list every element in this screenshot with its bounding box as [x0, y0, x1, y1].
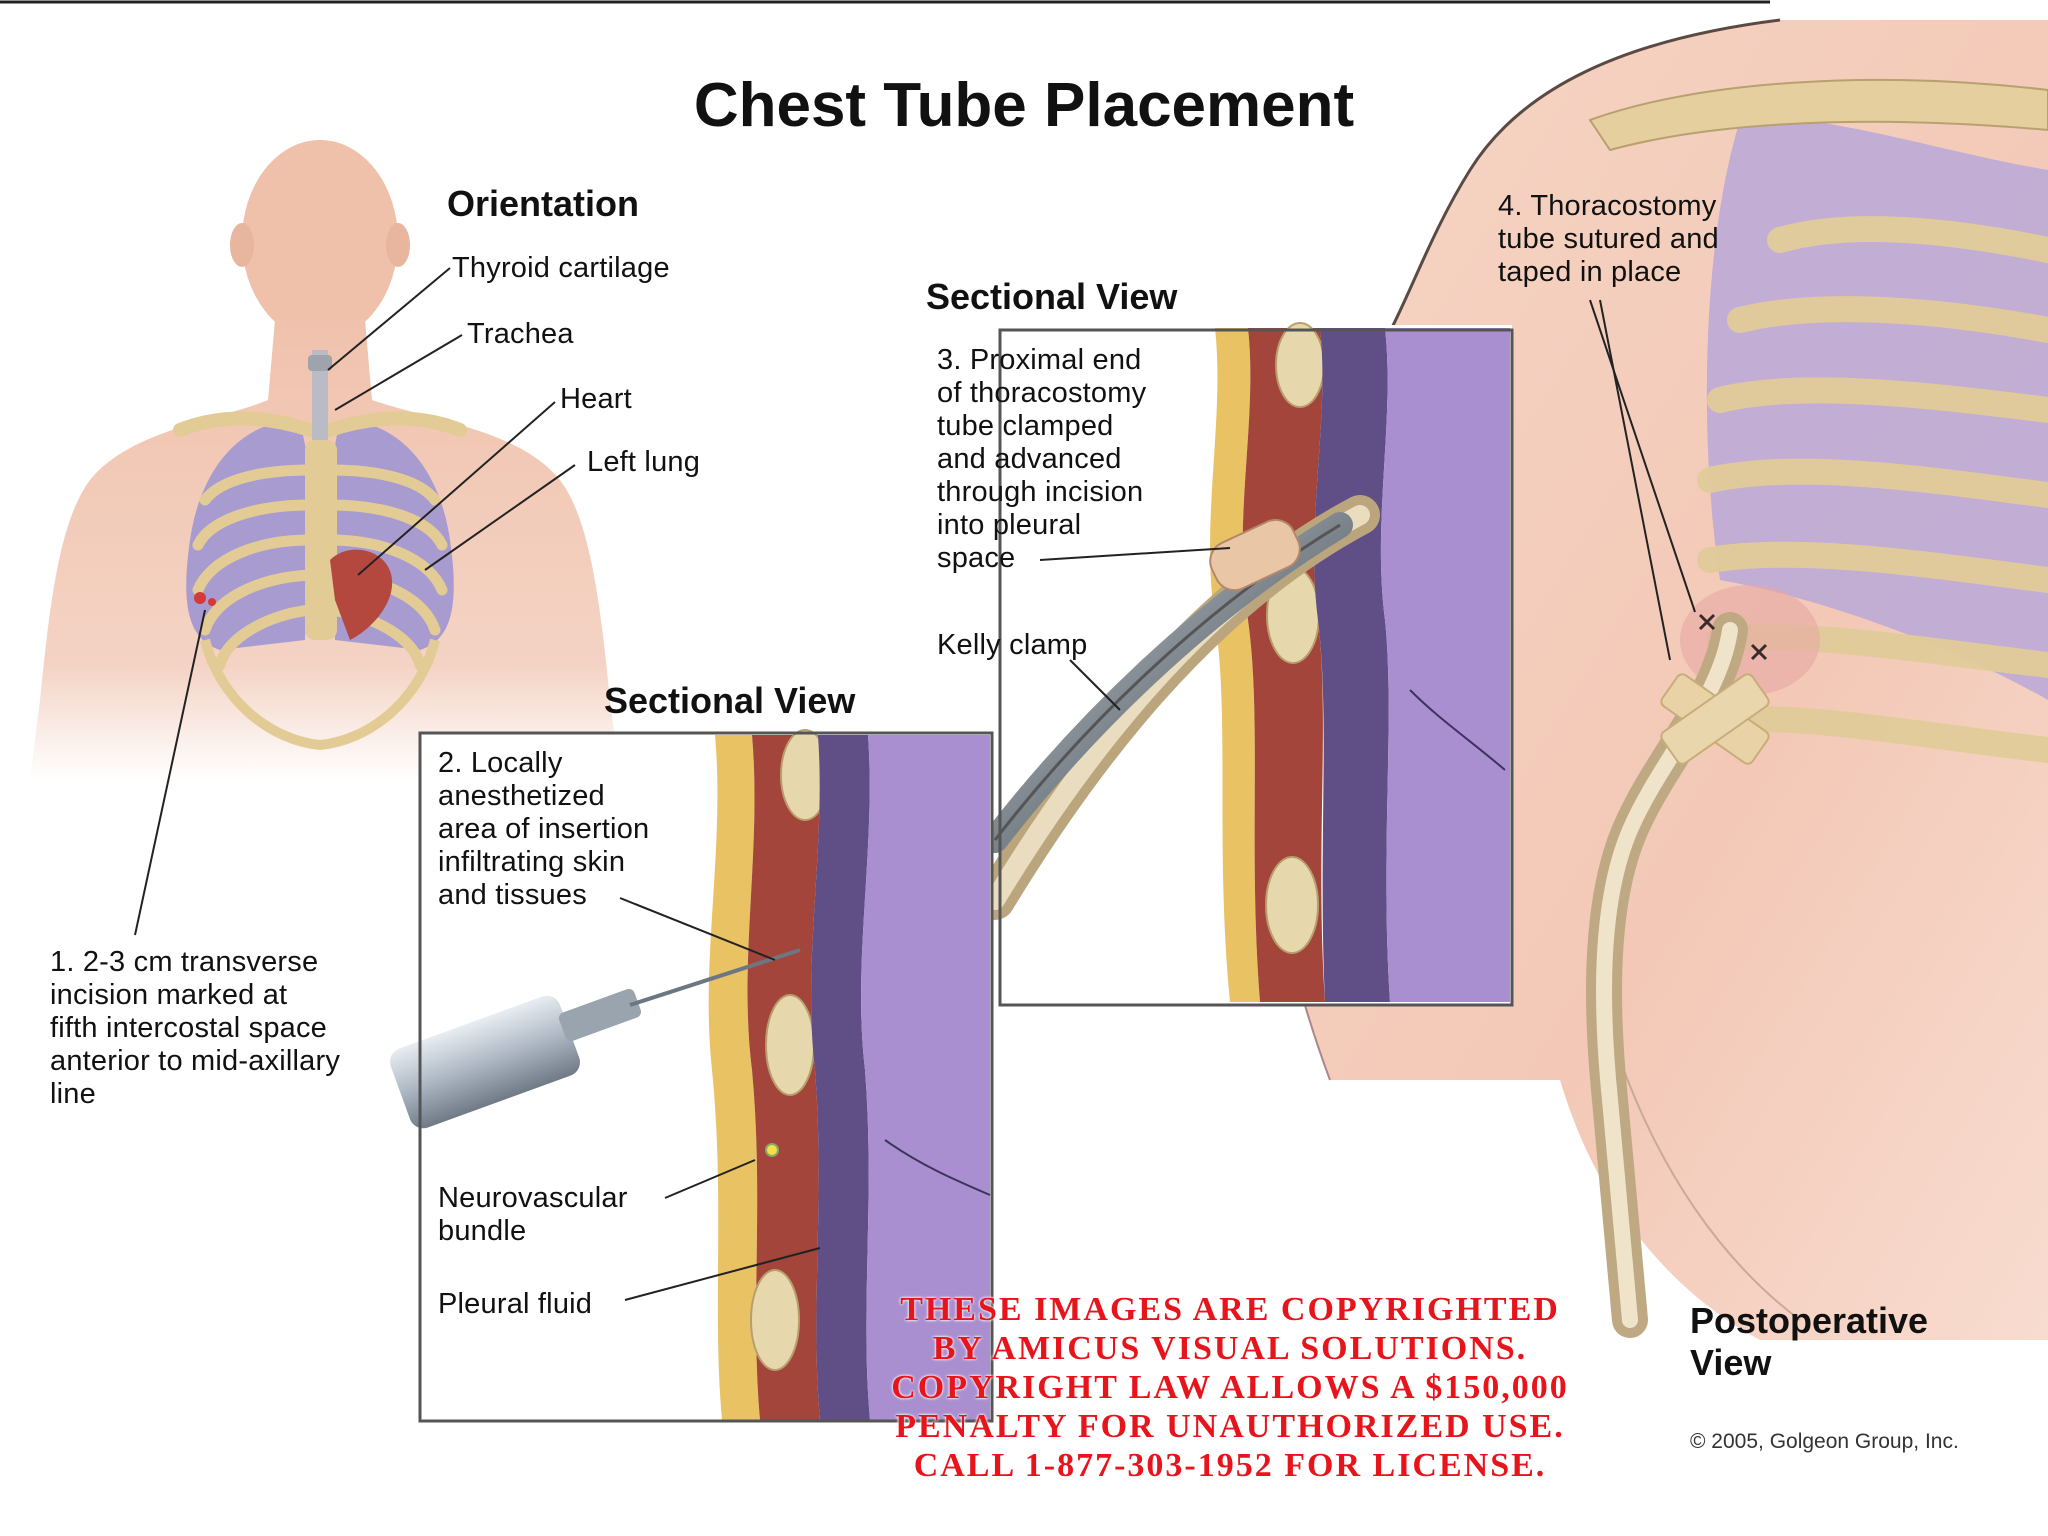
postoperative-heading: Postoperative View	[1690, 1300, 1929, 1383]
label-step-4: 4. Thoracostomy tube sutured and taped i…	[1498, 190, 1719, 288]
label-heart: Heart	[560, 383, 632, 415]
label-left-lung: Left lung	[587, 446, 701, 478]
label-pleural-fluid: Pleural fluid	[438, 1288, 593, 1320]
sectional-view-2	[920, 322, 1514, 1007]
label-step-3: 3. Proximal end of thoracostomy tube cla…	[937, 344, 1147, 574]
label-trachea: Trachea	[467, 318, 574, 350]
copyright-watermark: These images are copyrighted by Amicus V…	[891, 1291, 1569, 1484]
page-title: Chest Tube Placement	[693, 71, 1355, 140]
sectional-view-1-heading: Sectional View	[604, 680, 856, 721]
label-step-1: 1. 2-3 cm transverse incision marked at …	[50, 946, 341, 1110]
sectional-view-2-heading: Sectional View	[926, 276, 1178, 317]
label-step-2: 2. Locally anesthetized area of insertio…	[438, 747, 650, 911]
sectional-view-1	[390, 729, 994, 1423]
label-kelly-clamp: Kelly clamp	[937, 629, 1088, 661]
label-neurovascular-bundle: Neurovascular bundle	[438, 1182, 628, 1247]
label-thyroid-cartilage: Thyroid cartilage	[452, 252, 670, 284]
orientation-figure	[30, 140, 620, 936]
orientation-heading: Orientation	[447, 183, 640, 224]
copyright-credit: © 2005, Golgeon Group, Inc.	[1690, 1430, 1959, 1453]
